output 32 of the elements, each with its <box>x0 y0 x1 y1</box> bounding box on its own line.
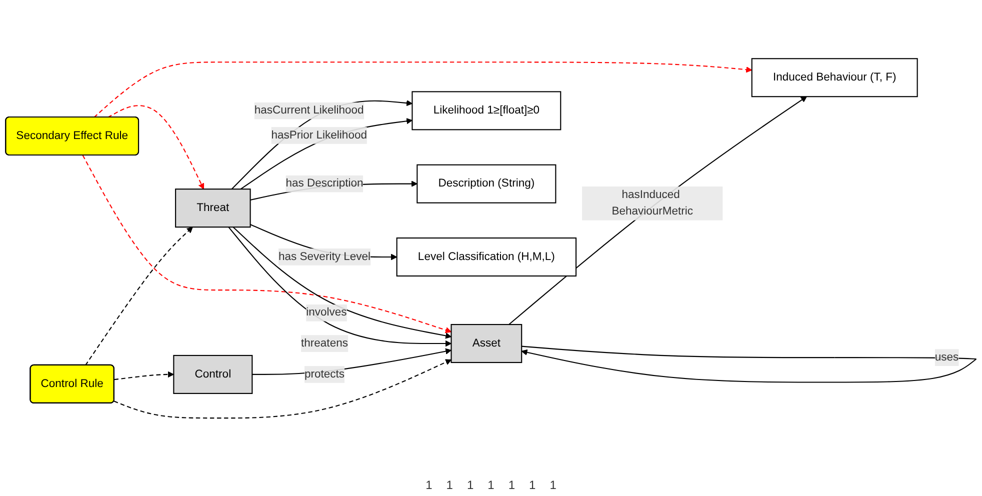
node-box: Asset <box>450 324 522 363</box>
edge-label: involves <box>306 306 347 318</box>
edge-label: hasCurrent Likelihood <box>254 104 364 116</box>
arrow <box>114 371 174 380</box>
multiplicity-label: 1 <box>529 478 536 492</box>
edge-label: hasPrior Likelihood <box>271 128 367 141</box>
arrow <box>84 226 193 366</box>
arrow <box>108 104 204 190</box>
multiplicity-label: 1 <box>550 478 556 492</box>
edge-label: protects <box>304 368 345 380</box>
edge-label: uses <box>934 350 959 363</box>
multiplicity-label: 1 <box>446 478 453 492</box>
node-box: Description (String) <box>416 164 556 203</box>
arrow <box>240 118 412 190</box>
edge-label: has Severity Level <box>278 250 370 262</box>
arrow <box>94 61 752 118</box>
node-box: Induced Behaviour (T, F) <box>751 58 918 97</box>
edge-label: has Description <box>286 177 364 190</box>
arrow <box>114 358 452 418</box>
multiplicity-label: 1 <box>508 478 516 492</box>
edge-label: threatens <box>301 336 348 349</box>
arrow <box>508 96 807 325</box>
node-box: Control <box>173 354 253 394</box>
node-box: Likelihood 1≥[float]≥0 <box>412 90 562 130</box>
edge-label: hasInduced BehaviourMetric <box>612 188 694 218</box>
arrow <box>82 154 452 333</box>
multiplicity-label: 1 <box>426 478 432 492</box>
multiplicity-label: 1 <box>466 478 474 492</box>
node-box: Threat <box>175 188 251 228</box>
node-box: Level Classification (H,M,L) <box>396 237 577 276</box>
arrow <box>231 100 412 190</box>
multiplicity-label: 1 <box>488 478 494 492</box>
